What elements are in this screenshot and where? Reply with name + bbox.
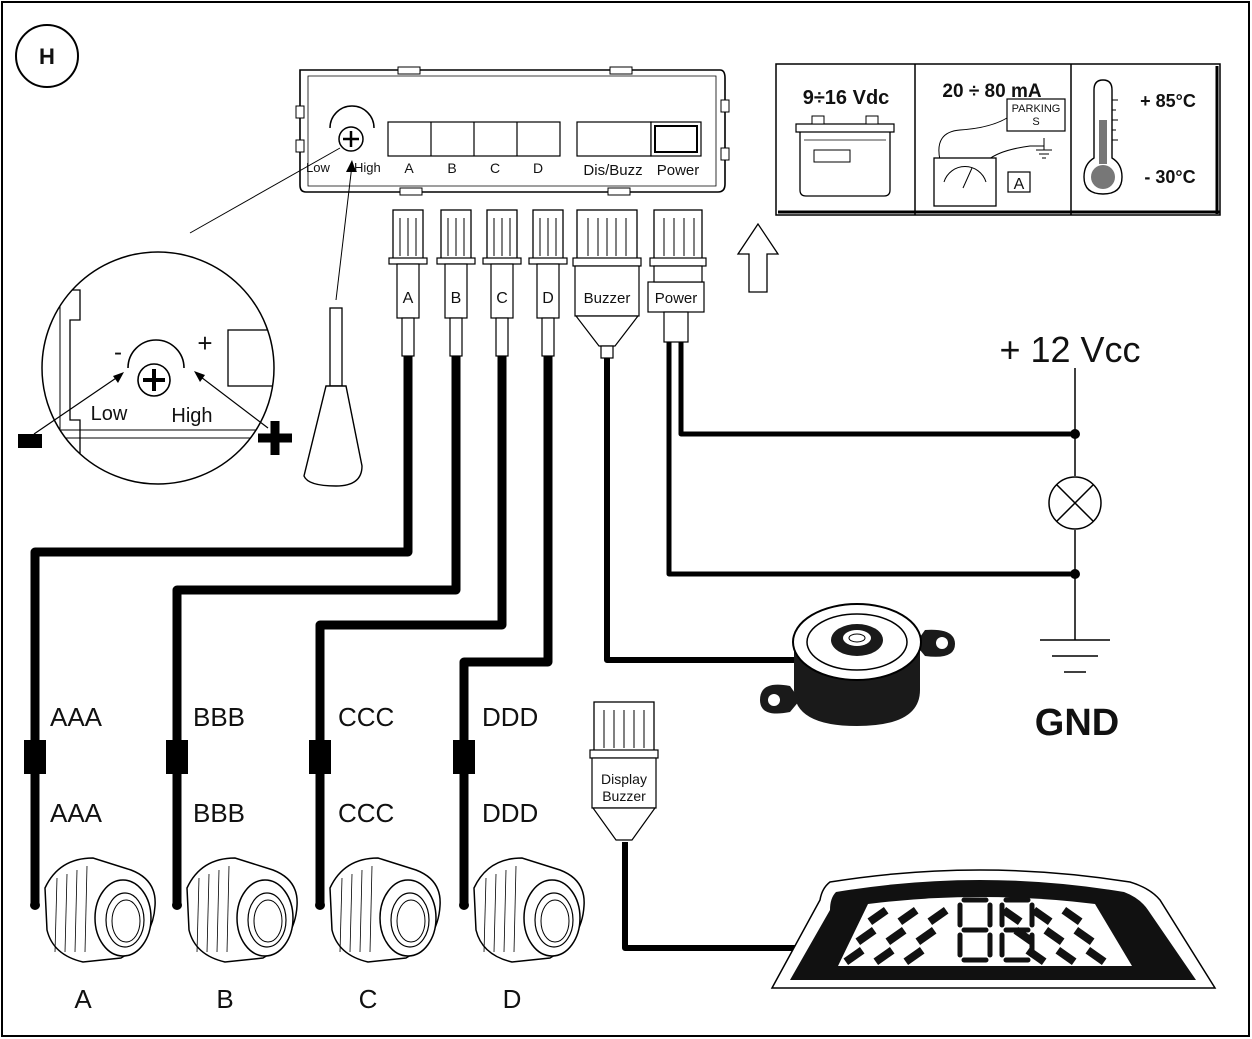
zoom-high-label: High [171,405,212,427]
spec-table: 9÷16 Vdc 20 ÷ 80 mA PARKING S A [775,63,1221,216]
dis-buzz-label: Dis/Buzz [583,162,642,179]
display-digits [957,897,1035,963]
connector-display-buzzer: Display Buzzer [589,701,659,841]
lamp-icon [1048,476,1102,530]
wire-power-positive [678,340,1073,437]
zoom-minus-label: - [114,339,122,366]
voltage-spec: 9÷16 Vdc [803,87,890,109]
wire-a [30,356,413,905]
up-arrow-icon [736,222,780,293]
knob-high-label: High [354,160,381,175]
svg-text:C: C [496,290,508,307]
zoom-low-label: Low [91,403,128,425]
slot-label-c: C [490,160,500,176]
gnd-label: GND [1035,702,1119,744]
power-label: Power [657,162,700,179]
connector-a: A [388,209,428,357]
wire-d [459,356,553,905]
zoom-callout: - + Low High [41,147,341,485]
sensor-label-b: B [216,984,233,1014]
temp-high-spec: + 85°C [1140,91,1196,111]
cable-label-b-bottom: BBB [193,798,245,828]
svg-text:A: A [403,290,414,307]
plus-icon [258,421,292,455]
parking-label-line2: S [1032,116,1039,128]
display-digit [957,897,993,963]
cable-label-a-bottom: AAA [50,798,103,828]
temp-low-spec: - 30°C [1144,167,1195,187]
wire-power-negative [666,340,1073,577]
sensor-d: D [459,857,585,1014]
sensitivity-knob [329,105,375,152]
cable-label-d-top: DDD [482,702,538,732]
sensor-label-a: A [74,984,92,1014]
display-digit [999,897,1035,963]
cable-label-c-top: CCC [338,702,394,732]
cable-ferrules [24,740,475,774]
connector-b: B [436,209,476,357]
connector-d: D [528,209,568,357]
cable-labels: AAA AAA BBB BBB CCC CCC DDD DDD [50,702,538,828]
buzzer-icon [760,603,955,726]
battery-icon [795,115,895,197]
section-badge: H [15,24,79,88]
junction-positive [1070,429,1080,439]
slot-label-a: A [404,160,414,176]
svg-text:Buzzer: Buzzer [584,290,631,307]
cable-label-a-top: AAA [50,702,103,732]
slot-label-d: D [533,160,543,176]
minus-icon [18,434,42,448]
svg-text:D: D [542,290,554,307]
dis-buzz-slot [576,121,652,157]
knob-low-label: Low [306,160,330,175]
display-distance-bars [843,906,1107,966]
multimeter-icon: PARKING S A [933,98,1066,207]
zoom-plus-label: + [197,328,212,358]
sensor-b: B [172,857,298,1014]
svg-text:Buzzer: Buzzer [602,788,646,804]
connector-power: Power [647,209,707,343]
cable-label-c-bottom: CCC [338,798,394,828]
sensors: A B C D [30,857,585,1014]
power-circuit [1040,368,1110,673]
sensor-label-d: D [503,984,522,1014]
sensor-a: A [30,857,156,1014]
sensor-c: C [315,857,441,1014]
connector-buzzer: Buzzer [572,209,642,359]
meter-ampere-label: A [1014,176,1025,193]
connector-c: C [482,209,522,357]
svg-text:Power: Power [655,290,698,307]
svg-text:B: B [451,290,462,307]
wire-display [622,842,805,951]
control-unit: Low High A B C D Dis/Buzz Power [295,66,730,196]
parking-label-line1: PARKING [1012,103,1061,115]
slot-label-b: B [447,160,456,176]
wire-buzzer [604,357,800,663]
thermometer-icon [1083,79,1123,195]
supply-voltage-label: + 12 Vcc [999,329,1140,370]
cable-label-b-top: BBB [193,702,245,732]
sensor-label-c: C [359,984,378,1014]
display-unit [770,869,1217,989]
current-spec: 20 ÷ 80 mA [942,81,1041,102]
svg-text:H: H [39,44,55,69]
screwdriver-icon [303,160,363,487]
power-slot [650,121,702,157]
junction-negative [1070,569,1080,579]
svg-text:Display: Display [601,771,647,787]
cable-label-d-bottom: DDD [482,798,538,828]
